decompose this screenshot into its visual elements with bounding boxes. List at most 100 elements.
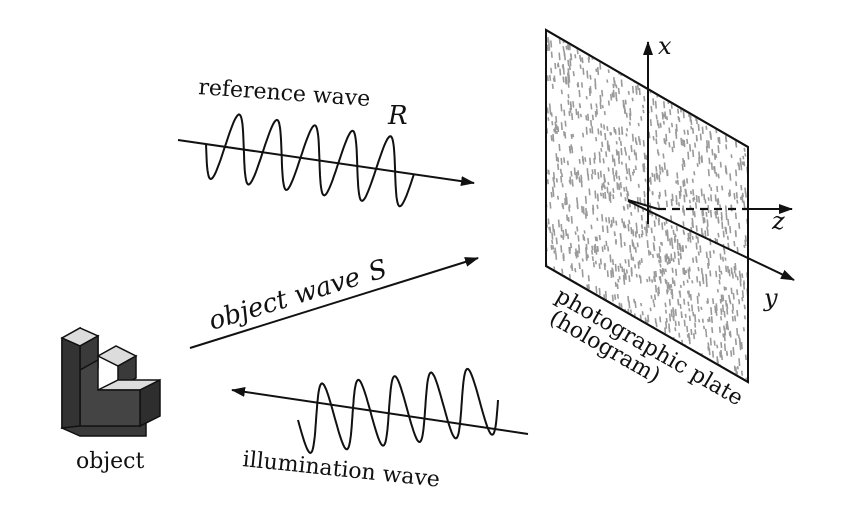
axis-x-label: x: [658, 32, 672, 60]
speckle-mark: [630, 41, 633, 46]
speckle-mark: [695, 48, 698, 52]
speckle-mark: [723, 39, 726, 47]
speckle-mark: [643, 152, 646, 160]
speckle-mark: [614, 281, 617, 287]
speckle-mark: [683, 194, 686, 203]
speckle-mark: [627, 67, 630, 73]
speckle-mark: [694, 37, 697, 43]
speckle-mark: [720, 80, 723, 88]
speckle-mark: [660, 86, 663, 92]
speckle-mark: [588, 188, 591, 196]
speckle-mark: [571, 112, 574, 121]
speckle-mark: [647, 30, 650, 36]
speckle-mark: [550, 112, 553, 117]
speckle-mark: [644, 30, 647, 39]
speckle-mark: [553, 376, 556, 382]
speckle-mark: [682, 36, 686, 42]
speckle-mark: [587, 57, 590, 63]
speckle-mark: [707, 116, 710, 122]
speckle-mark: [586, 284, 589, 290]
speckle-mark: [721, 125, 724, 132]
speckle-mark: [694, 314, 697, 323]
speckle-mark: [608, 217, 611, 224]
speckle-mark: [571, 263, 574, 271]
speckle-mark: [562, 46, 565, 52]
speckle-mark: [729, 90, 732, 95]
speckle-mark: [643, 191, 646, 198]
speckle-mark: [720, 294, 723, 302]
speckle-mark: [722, 115, 725, 119]
speckle-mark: [634, 246, 637, 253]
speckle-mark: [560, 245, 563, 253]
speckle-mark: [647, 30, 650, 38]
reference-wave-oscillation: [205, 113, 415, 208]
speckle-mark: [689, 230, 692, 237]
speckle-mark: [736, 246, 739, 253]
speckle-mark: [646, 33, 649, 40]
speckle-mark: [647, 249, 650, 256]
speckle-mark: [712, 44, 715, 50]
speckle-mark: [553, 229, 556, 236]
speckle-mark: [555, 124, 558, 131]
speckle-mark: [546, 179, 549, 185]
speckle-mark: [547, 379, 550, 382]
speckle-mark: [661, 111, 664, 120]
speckle-mark: [736, 289, 739, 296]
speckle-mark: [734, 273, 737, 278]
speckle-mark: [552, 172, 556, 180]
speckle-mark: [703, 193, 706, 201]
speckle-mark: [616, 182, 619, 190]
speckle-mark: [623, 109, 627, 114]
speckle-mark: [627, 192, 630, 197]
speckle-mark: [682, 35, 685, 40]
speckle-mark: [582, 67, 585, 75]
speckle-mark: [727, 96, 730, 105]
speckle-mark: [628, 57, 631, 63]
speckle-mark: [724, 257, 727, 261]
speckle-mark: [620, 161, 623, 165]
speckle-mark: [611, 267, 614, 273]
speckle-mark: [713, 103, 716, 110]
speckle-mark: [717, 83, 720, 92]
speckle-mark: [743, 304, 746, 310]
speckle-mark: [550, 135, 553, 141]
speckle-mark: [728, 115, 731, 123]
speckle-mark: [737, 162, 740, 167]
speckle-mark: [595, 136, 598, 142]
speckle-mark: [728, 127, 731, 136]
speckle-mark: [740, 341, 743, 350]
speckle-mark: [666, 237, 669, 242]
speckle-mark: [720, 211, 723, 219]
speckle-mark: [687, 151, 690, 160]
speckle-mark: [719, 204, 722, 208]
speckle-mark: [630, 253, 633, 261]
speckle-mark: [567, 45, 570, 50]
speckle-mark: [656, 119, 659, 126]
speckle-mark: [638, 87, 641, 96]
speckle-mark: [661, 267, 664, 273]
speckle-mark: [745, 69, 748, 74]
speckle-mark: [595, 373, 598, 381]
speckle-mark: [661, 222, 664, 230]
speckle-mark: [730, 267, 733, 275]
speckle-mark: [621, 50, 624, 54]
speckle-mark: [632, 229, 635, 237]
speckle-mark: [598, 151, 601, 158]
speckle-mark: [708, 56, 711, 61]
speckle-mark: [677, 40, 680, 49]
speckle-mark: [734, 115, 737, 120]
speckle-mark: [728, 192, 731, 197]
speckle-mark: [682, 110, 685, 119]
speckle-mark: [680, 83, 683, 91]
speckle-mark: [569, 101, 572, 107]
speckle-mark: [644, 60, 647, 66]
speckle-mark: [641, 208, 645, 212]
speckle-mark: [687, 232, 690, 240]
speckle-mark: [715, 69, 718, 74]
speckle-mark: [708, 73, 711, 79]
speckle-mark: [746, 100, 748, 105]
speckle-mark: [659, 256, 662, 263]
speckle-mark: [690, 126, 693, 130]
speckle-mark: [589, 369, 592, 376]
speckle-mark: [738, 299, 741, 305]
